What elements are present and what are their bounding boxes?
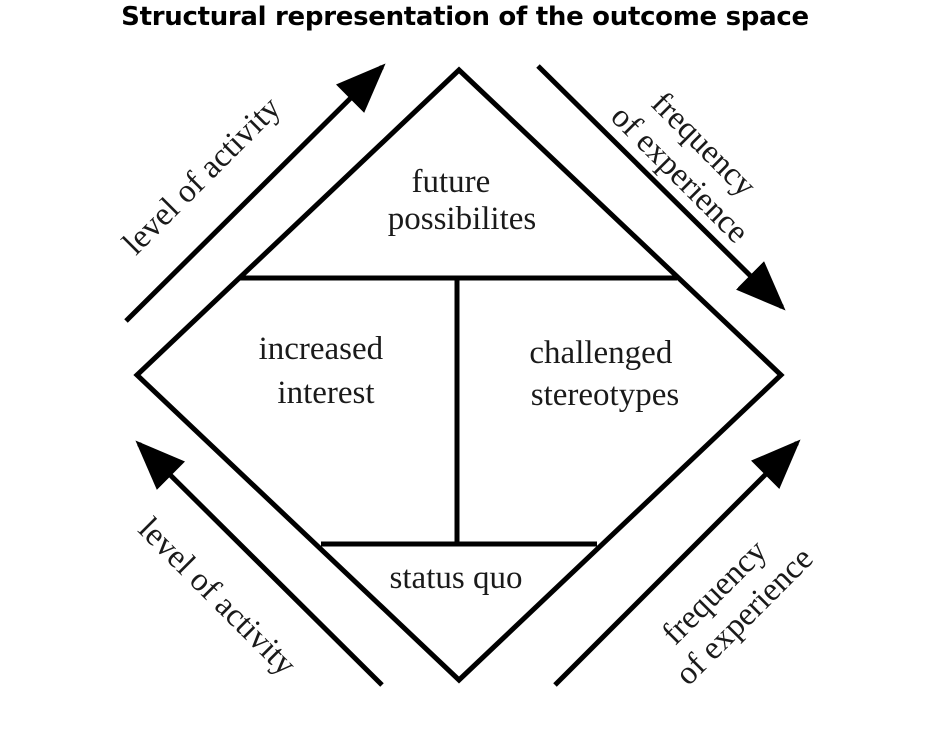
region-bottom-label: status quo — [390, 560, 523, 596]
region-left-line-2: interest — [277, 375, 374, 411]
arrow-lower-left — [135, 440, 384, 687]
arrow-upper-right — [536, 64, 786, 311]
arrow-upper-left — [124, 63, 386, 323]
arrow-upper-left-line-1: level of activity — [116, 90, 288, 262]
region-bottom-line-1: status quo — [390, 560, 523, 596]
arrow-lower-left-line-1: level of activity — [131, 511, 303, 683]
region-right-line-2: stereotypes — [531, 377, 679, 413]
arrow-lower-right-label: frequency of experience — [642, 514, 821, 693]
diamond-outline — [133, 66, 785, 684]
arrow-lower-left-label: level of activity — [131, 511, 303, 683]
region-left-label: increased interest — [259, 331, 392, 411]
region-left-line-1: increased — [259, 331, 384, 367]
arrow-lower-right — [553, 439, 801, 687]
region-top-line-1: future — [411, 164, 490, 200]
region-right-label: challenged stereotypes — [529, 335, 680, 413]
arrow-upper-right-label: frequency of experience — [604, 72, 783, 251]
region-top-line-2: possibilites — [388, 201, 537, 237]
region-top-label: future possibilites — [388, 164, 537, 237]
arrow-upper-left-label: level of activity — [116, 90, 288, 262]
diagram-title: Structural representation of the outcome… — [121, 2, 809, 32]
region-right-line-1: challenged — [529, 335, 672, 371]
